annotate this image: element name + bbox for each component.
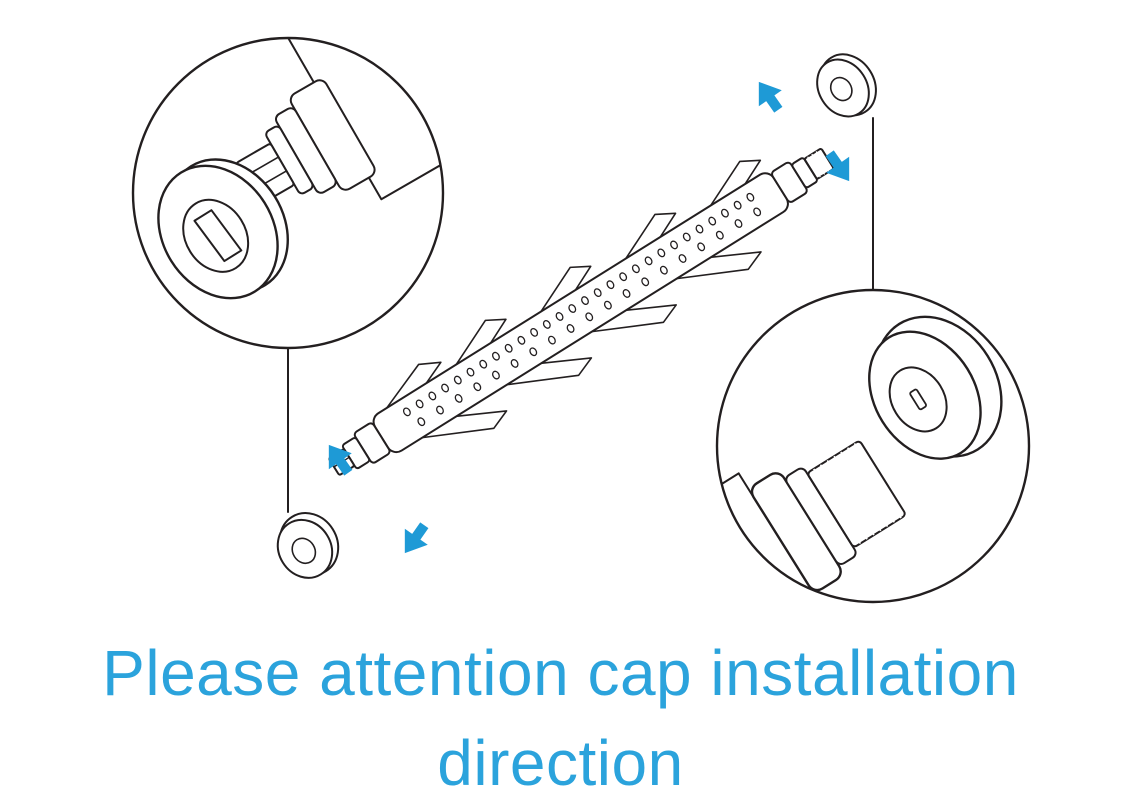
roll-holes — [402, 192, 762, 427]
callout-leaders — [287, 117, 874, 513]
instruction-caption: Please attention cap installation direct… — [102, 637, 1019, 799]
direction-arrows — [328, 81, 850, 554]
right-end-shaft — [771, 148, 835, 203]
outward-arrow-icon — [758, 81, 783, 113]
brush-roll — [328, 148, 835, 476]
right-end-cap — [816, 53, 877, 118]
inward-arrow-icon — [825, 150, 850, 182]
brush-roll-diagram — [131, 36, 1031, 604]
left-end-cap — [276, 512, 340, 579]
outward-arrow-icon — [404, 522, 429, 554]
left-detail-callout — [131, 36, 445, 350]
inward-arrow-icon — [328, 444, 353, 476]
